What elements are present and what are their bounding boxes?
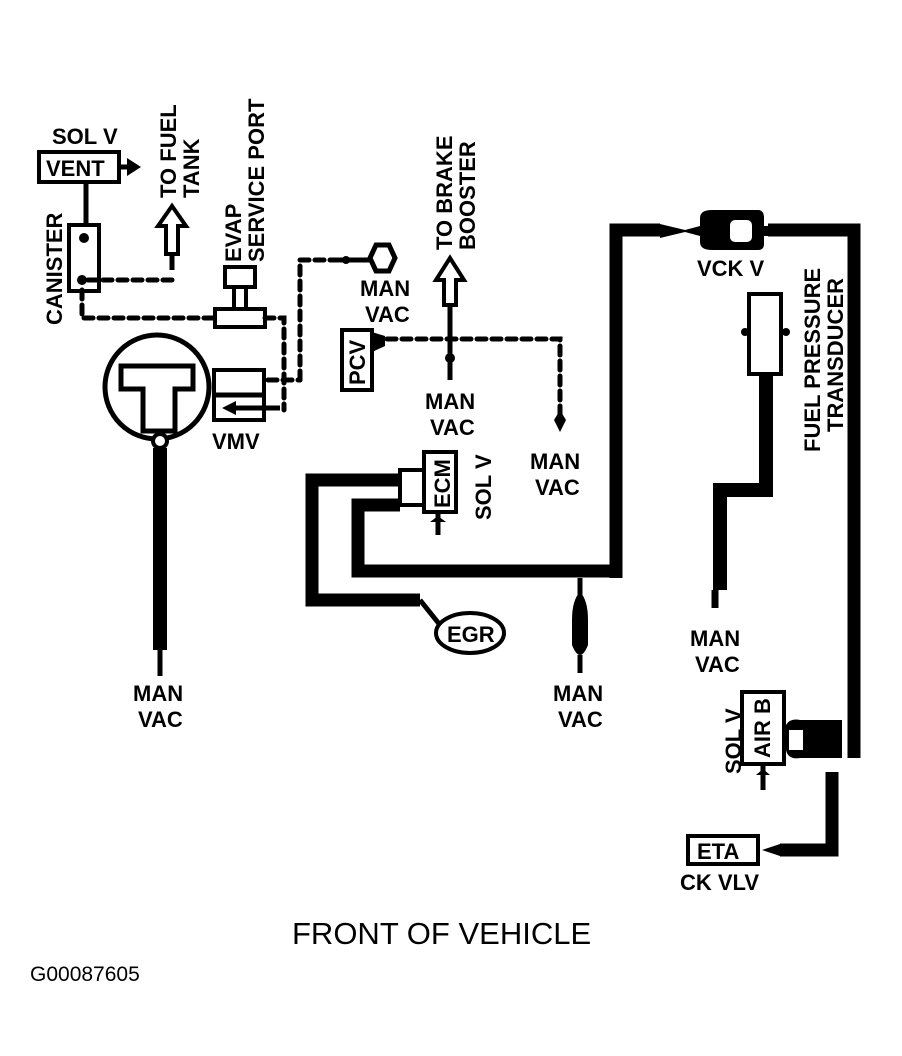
pcv-valve: PCV (340, 328, 385, 392)
vent-arrow-icon (127, 158, 141, 176)
air-b-ground-icon (756, 769, 770, 775)
evap-port-base (213, 307, 267, 329)
air-b-port-window (789, 730, 803, 750)
man-vac-center-line2: VAC (430, 415, 475, 440)
ecm-port-block (398, 468, 426, 507)
eta-check-valve: ETA CK VLV (680, 834, 760, 895)
vmv-to-man-vac-hose (297, 257, 343, 383)
throttle-t-shape (118, 363, 196, 434)
eta-box-label: ETA (697, 839, 739, 864)
man-vac-right-dashed-line2: VAC (535, 475, 580, 500)
vent-box-label: VENT (46, 156, 105, 181)
ecm-to-egr-outer-hose (305, 473, 420, 607)
evap-service-port: EVAP SERVICE PORT (213, 98, 269, 329)
to-fuel-tank-line1: TO FUEL (156, 104, 181, 198)
vent-solenoid: SOL V VENT (37, 124, 141, 226)
pcv-hose-tip (554, 410, 566, 432)
man-vac-right-dashed-line1: MAN (530, 449, 580, 474)
vmv-arrow-icon (222, 401, 236, 415)
eta-box (686, 834, 760, 866)
eta-hose-taper (762, 844, 780, 856)
hex-fitting-icon (367, 242, 398, 274)
front-of-vehicle-title: FRONT OF VEHICLE (292, 916, 591, 951)
man-vac-left-line1: MAN (133, 681, 183, 706)
main-riser-hose (609, 223, 660, 578)
evap-port-cap (223, 265, 257, 289)
figure-id: G00087605 (30, 963, 140, 986)
man-vac-mid-line1: MAN (553, 681, 603, 706)
canister-to-evap-hose (79, 287, 218, 321)
evap-to-vmv-hose (262, 315, 287, 413)
vent-box (37, 150, 121, 184)
to-fuel-tank-line2: TANK (179, 138, 204, 198)
pcv-hose (384, 336, 563, 423)
air-b-box-label: AIR B (750, 698, 775, 758)
vmv: VMV (212, 368, 280, 454)
egr-valve (434, 611, 506, 655)
throttle-port (151, 432, 169, 450)
vck-valve-window (730, 220, 752, 242)
transducer-box (747, 292, 783, 376)
vck-left-taper (660, 224, 700, 238)
hose-joint-dot (342, 256, 350, 264)
air-b-sol-v-label: SOL V (721, 708, 746, 774)
ecm-to-main-hose (351, 498, 610, 578)
ecm-box-label: ECM (430, 459, 455, 508)
vmv-label: VMV (212, 429, 260, 454)
canister-label: CANISTER (42, 212, 67, 325)
to-fuel-tank-arrow-icon (154, 202, 190, 256)
man-vac-mid-line2: VAC (558, 707, 603, 732)
man-vac-right-line1: MAN (690, 626, 740, 651)
vck-to-air-b-hose (768, 223, 861, 758)
man-vac-hex-fitting: MAN VAC (360, 242, 410, 327)
to-fuel-tank: TO FUEL TANK (154, 104, 204, 270)
man-vac-center-line1: MAN (425, 389, 475, 414)
man-vac-hex-line1: MAN (360, 276, 410, 301)
vck-v-label: VCK V (697, 256, 765, 281)
brake-booster-joint (445, 353, 455, 363)
transducer-hose (713, 374, 773, 590)
transducer-line2: TRANSDUCER (823, 278, 848, 432)
throttle-body (102, 332, 212, 450)
man-vac-mid-fitting (572, 592, 588, 655)
canister-bottom-port (77, 275, 87, 285)
transducer-tab-right (782, 328, 790, 336)
man-vac-left-line2: VAC (138, 707, 183, 732)
ecm-ground-icon (430, 516, 446, 522)
to-brake-booster-line2: BOOSTER (455, 141, 480, 250)
pcv-label: PCV (345, 339, 370, 385)
pcv-box (340, 328, 374, 392)
egr-label: EGR (447, 622, 495, 647)
egr-connector-line (418, 598, 442, 627)
canister-top-port (79, 233, 89, 243)
man-vac-right-line2: VAC (695, 652, 740, 677)
to-brake-booster: TO BRAKE BOOSTER MAN VAC (425, 136, 480, 441)
evap-port-line2: SERVICE PORT (244, 98, 269, 262)
ecm-sol-v-label: SOL V (471, 454, 496, 520)
evap-port-line1: EVAP (221, 204, 246, 262)
eta-ck-vlv-label: CK VLV (680, 870, 759, 895)
canister: CANISTER (42, 212, 101, 325)
man-vac-hex-line2: VAC (365, 302, 410, 327)
air-b-to-eta-hose (780, 772, 839, 857)
vck-right-stub (764, 226, 775, 236)
pcv-nozzle (372, 332, 385, 352)
fuel-pressure-transducer: FUEL PRESSURE TRANSDUCER (741, 268, 848, 452)
transducer-line1: FUEL PRESSURE (800, 268, 825, 452)
to-brake-booster-line1: TO BRAKE (432, 136, 457, 251)
vent-solenoid-sol-v-label: SOL V (52, 124, 118, 149)
to-brake-booster-arrow-icon (432, 254, 468, 307)
air-b-solenoid: AIR B SOL V (721, 690, 842, 790)
transducer-tab-left (741, 328, 749, 336)
ecm-solenoid: ECM SOL V (398, 450, 496, 535)
